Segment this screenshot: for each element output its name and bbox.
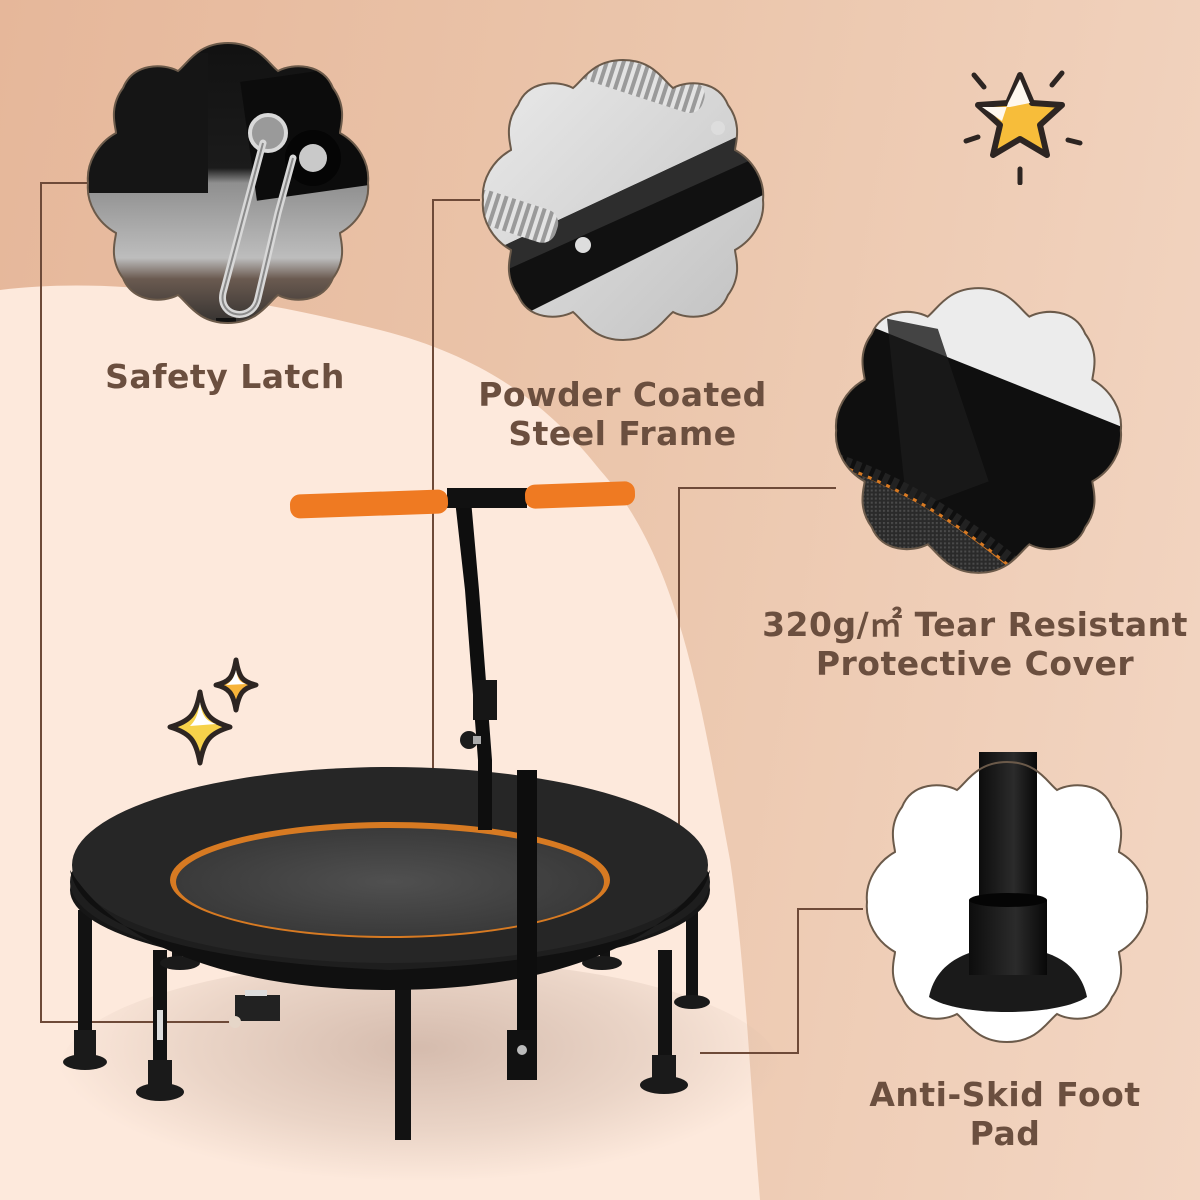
sparkle-icon	[160, 650, 270, 774]
connector-frame	[432, 199, 480, 201]
powder-coated-frame-label: Powder Coated Steel Frame	[470, 375, 775, 454]
star-icon	[950, 55, 1090, 189]
connector-foot-pad	[797, 908, 863, 910]
protective-cover-label: 320g/㎡ Tear Resistant Protective Cover	[760, 605, 1190, 684]
protective-cover-detail-image	[826, 278, 1131, 583]
connector-safety-latch	[40, 182, 92, 184]
connector-safety-latch	[40, 1021, 235, 1023]
connector-cover	[678, 487, 680, 902]
powder-coated-frame-label-line1: Powder Coated	[478, 375, 767, 414]
foot-pad-detail-image	[857, 752, 1157, 1052]
trampoline-product-image	[60, 470, 740, 1154]
connector-foot-pad	[700, 1052, 799, 1054]
connector-frame	[432, 199, 434, 844]
t-handle	[285, 480, 645, 834]
connector-cover	[678, 487, 836, 489]
powder-coated-frame-detail-image	[473, 50, 773, 350]
foot-pad-label: Anti-Skid Foot Pad	[869, 1075, 1141, 1153]
safety-latch-label: Safety Latch	[105, 357, 345, 396]
protective-cover-label-line1: 320g/㎡ Tear Resistant	[762, 605, 1188, 644]
powder-coated-frame-label-line2: Steel Frame	[508, 413, 737, 453]
protective-cover-label-line2: Protective Cover	[815, 643, 1135, 683]
connector-foot-pad	[797, 908, 799, 1053]
connector-safety-latch	[40, 182, 42, 1022]
safety-latch-detail-image	[78, 33, 378, 333]
